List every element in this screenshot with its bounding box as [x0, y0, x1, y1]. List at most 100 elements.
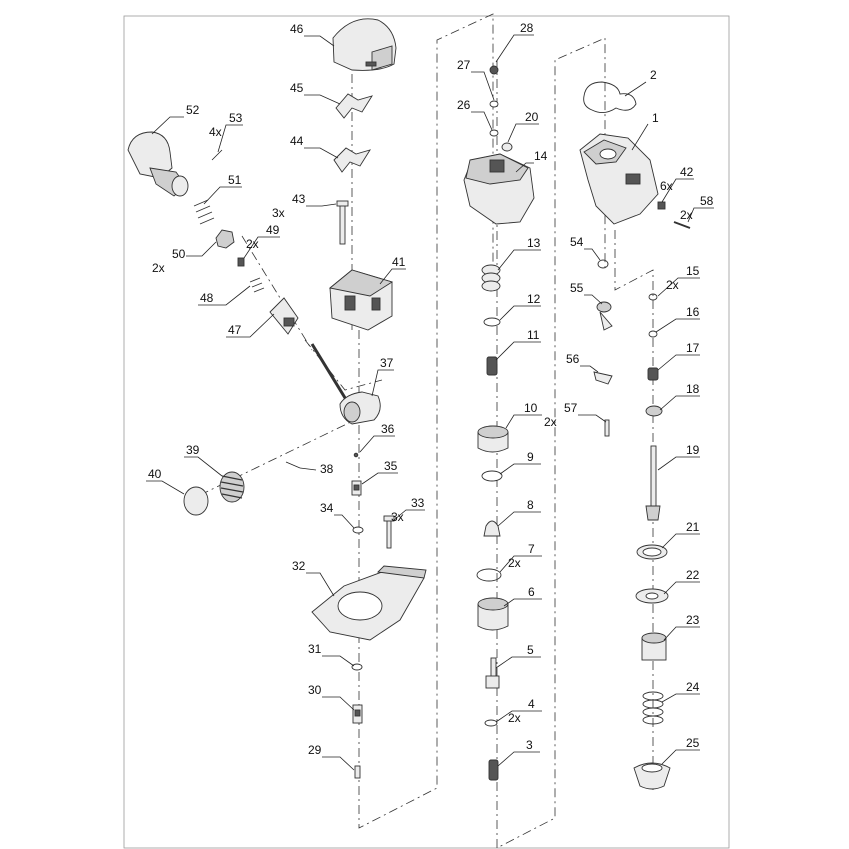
callout-qty-42: 6x: [660, 179, 673, 193]
part-16-washer: [648, 330, 658, 338]
assembly-axes: [199, 13, 654, 849]
callout-number-50: 50: [172, 247, 186, 261]
leader-line-5: [495, 656, 541, 669]
leader-line-50: [186, 241, 217, 257]
part-38-wire: [285, 461, 301, 469]
drawing-frame: [123, 15, 730, 849]
callout-qty-33: 3x: [391, 510, 404, 524]
part-13-spring: [481, 264, 501, 292]
part-48-spring: [249, 277, 265, 293]
callout-number-57: 57: [564, 401, 578, 415]
leader-line-30: [322, 696, 355, 711]
callout-number-13: 13: [527, 236, 541, 250]
part-37-rod: [310, 343, 381, 425]
leader-line-10: [505, 414, 542, 429]
leader-line-31: [322, 655, 355, 667]
leader-line-57: [578, 414, 607, 423]
part-3-screw: [488, 759, 499, 781]
part-39-adjusting-wheel: [219, 471, 245, 503]
callout-number-3: 3: [526, 738, 533, 752]
part-58-screw: [673, 221, 691, 229]
leader-line-48: [198, 285, 251, 306]
part-50-nut: [215, 229, 235, 249]
callout-number-25: 25: [686, 736, 700, 750]
callout-number-17: 17: [686, 341, 700, 355]
part-31-washer: [351, 663, 363, 671]
callout-number-48: 48: [200, 291, 214, 305]
callout-number-15: 15: [686, 264, 700, 278]
part-51-spring: [193, 199, 215, 225]
leader-line-36: [359, 435, 395, 453]
callout-number-23: 23: [686, 613, 700, 627]
part-56-lever: [593, 371, 613, 385]
leader-line-27: [471, 71, 495, 101]
leader-line-12: [499, 305, 541, 321]
callout-number-10: 10: [524, 401, 538, 415]
callout-number-6: 6: [528, 585, 535, 599]
leader-line-54: [584, 248, 601, 261]
leader-line-22: [663, 581, 700, 595]
leader-line-17: [657, 354, 700, 371]
part-18-washer: [645, 405, 663, 417]
callout-number-29: 29: [308, 743, 322, 757]
part-14-valve-housing: [463, 153, 535, 225]
part-19-piston-rod: [645, 445, 661, 521]
callout-number-56: 56: [566, 352, 580, 366]
leader-line-35: [361, 472, 398, 485]
part-49-pin: [237, 257, 245, 267]
part-45-clip: [335, 93, 374, 119]
part-52-knob: [127, 131, 189, 197]
leader-line-20: [507, 123, 539, 143]
part-15-ring: [648, 293, 658, 301]
leader-line-33: [393, 509, 425, 521]
leader-line-3: [497, 751, 540, 767]
callout-number-43: 43: [292, 192, 306, 206]
leader-line-55: [584, 294, 603, 305]
callout-number-55: 55: [570, 281, 584, 295]
part-12-washer: [483, 317, 501, 327]
callout-number-9: 9: [527, 450, 534, 464]
callout-qty-58: 2x: [680, 208, 693, 222]
part-5-stem: [485, 657, 500, 689]
callout-number-2: 2: [650, 68, 657, 82]
callout-number-35: 35: [384, 459, 398, 473]
callout-number-22: 22: [686, 568, 700, 582]
part-8-seat: [483, 520, 501, 537]
callout-number-52: 52: [186, 103, 200, 117]
leader-line-46: [304, 35, 335, 47]
leader-line-37: [371, 369, 394, 397]
callout-qty-15: 2x: [666, 278, 679, 292]
callout-number-58: 58: [700, 194, 714, 208]
callout-number-37: 37: [380, 356, 394, 370]
callout-number-14: 14: [534, 149, 548, 163]
part-46-cover-cap: [332, 18, 397, 71]
leader-line-21: [661, 533, 700, 549]
callout-number-4: 4: [528, 697, 535, 711]
part-1-main-housing: [579, 133, 659, 225]
leader-line-38: [299, 467, 317, 471]
callout-number-31: 31: [308, 642, 322, 656]
part-30-fitting: [352, 704, 363, 724]
part-35-fitting: [351, 480, 362, 496]
part-44-clip: [333, 147, 372, 173]
callout-number-34: 34: [320, 501, 334, 515]
part-47-valve-body: [269, 297, 299, 335]
leader-line-26: [471, 111, 493, 131]
part-6-sleeve: [477, 597, 509, 631]
callout-qty-4: 2x: [508, 711, 521, 725]
callout-number-8: 8: [527, 498, 534, 512]
callout-number-18: 18: [686, 382, 700, 396]
callout-number-36: 36: [381, 422, 395, 436]
callout-number-5: 5: [527, 643, 534, 657]
leader-line-40: [146, 480, 185, 495]
leader-line-51: [203, 186, 242, 205]
leader-line-58: [687, 207, 714, 223]
leader-line-41: [379, 268, 406, 285]
leader-line-18: [659, 395, 700, 411]
callout-number-41: 41: [392, 255, 406, 269]
part-33-screw: [383, 515, 395, 549]
leader-line-8: [497, 511, 541, 527]
leader-line-23: [663, 626, 700, 641]
part-43-screw: [336, 200, 349, 245]
